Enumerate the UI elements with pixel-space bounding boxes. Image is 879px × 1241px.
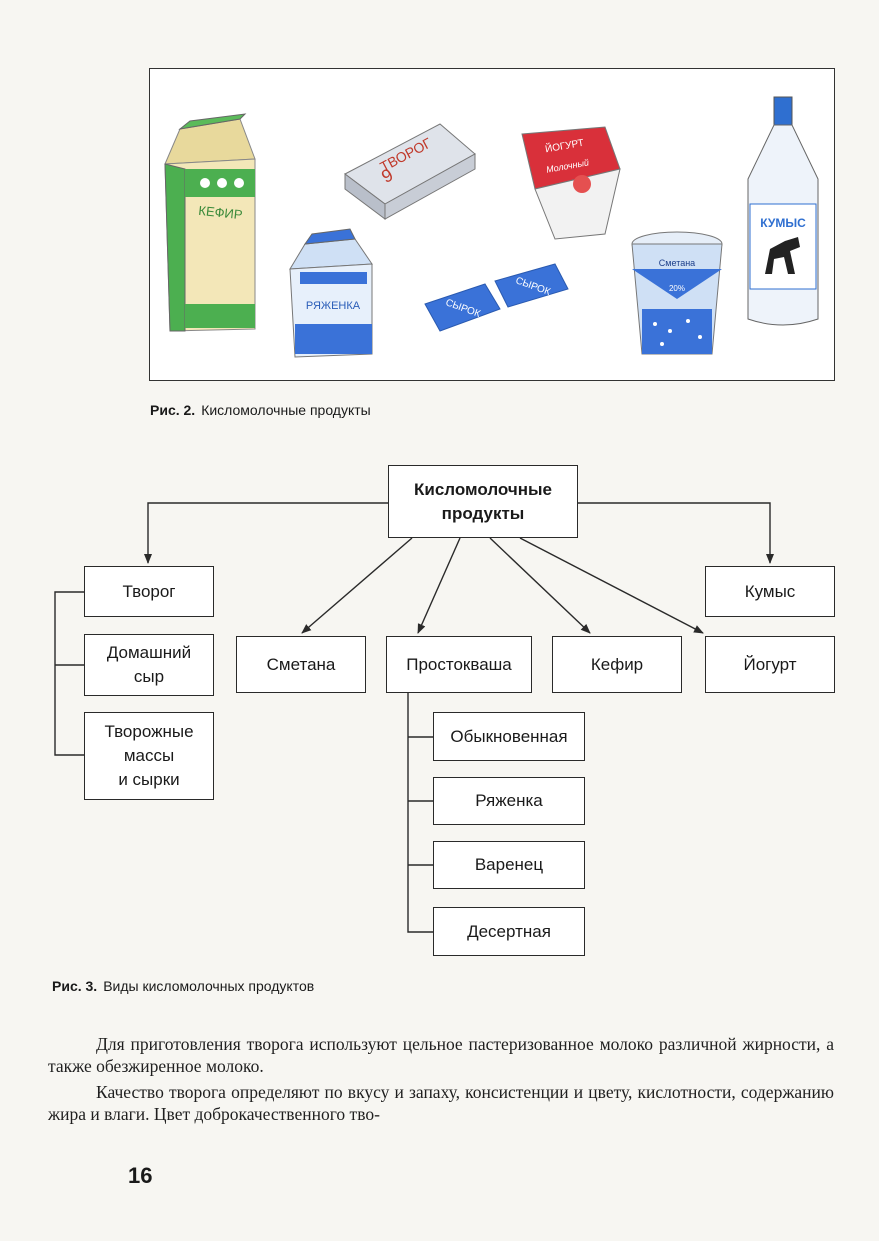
kumys-label: КУМЫС — [760, 216, 806, 230]
ryazhenka-label: РЯЖЕНКА — [306, 300, 361, 312]
yogurt-cup-image: ЙОГУРТ Молочный — [521, 126, 621, 240]
body-paragraph-1: Для приготовления творога используют цел… — [48, 1034, 834, 1076]
box-desertnaya: Десертная — [433, 907, 585, 956]
smetana-percent: 20% — [669, 284, 685, 293]
box-yogurt: Йогурт — [705, 636, 835, 693]
connector-root-tvorog — [144, 502, 388, 564]
box-prostokvasha: Простокваша — [386, 636, 532, 693]
kumys-bottle-image: КУМЫС — [747, 96, 819, 326]
figure-2-frame: КЕФИР ТВОРОГ 9 ЙОГУРТ Молочный РЯЖЕНКА — [149, 68, 835, 381]
box-varenets: Варенец — [433, 841, 585, 889]
cheese-bars-image: СЫРОК СЫРОК — [424, 263, 569, 332]
connector-root-smetana — [301, 537, 413, 634]
root-box: Кисломолочные продукты — [388, 465, 578, 538]
products-illustration: КЕФИР ТВОРОГ 9 ЙОГУРТ Молочный РЯЖЕНКА — [164, 96, 819, 358]
connector-root-kumys — [578, 502, 774, 564]
box-kefir: Кефир — [552, 636, 682, 693]
box-kumys: Кумыс — [705, 566, 835, 617]
figure-2-caption: Рис. 2. Кисломолочные продукты — [150, 402, 371, 418]
page-number: 16 — [128, 1163, 153, 1188]
bracket-prostokvasha — [407, 693, 433, 933]
smetana-label: Сметана — [659, 258, 695, 268]
figure-3-caption-text: Виды кисломолочных продуктов — [103, 978, 315, 994]
connector-root-yogurt — [519, 537, 704, 634]
kefir-carton-image: КЕФИР — [164, 113, 256, 332]
box-ryazhenka: Ряженка — [433, 777, 585, 825]
figure-2-caption-label: Рис. 2. — [150, 402, 196, 418]
connector-root-kefir — [489, 537, 591, 634]
connector-root-prostokvasha — [417, 537, 461, 634]
box-smetana: Сметана — [236, 636, 366, 693]
figure-3-caption: Рис. 3. Виды кисломолочных продуктов — [52, 978, 314, 994]
tvorog-pack-image: ТВОРОГ 9 — [344, 123, 476, 220]
kefir-label: КЕФИР — [198, 203, 243, 223]
box-homemade-cheese: Домашний сыр — [84, 634, 214, 696]
smetana-cup-image: Сметана 20% — [631, 231, 723, 355]
box-curd-masses: Творожные массы и сырки — [84, 712, 214, 800]
ryazhenka-carton-image: РЯЖЕНКА — [289, 228, 373, 358]
box-tvorog: Творог — [84, 566, 214, 617]
figure-2-caption-text: Кисломолочные продукты — [201, 402, 371, 418]
figure-3-caption-label: Рис. 3. — [52, 978, 98, 994]
bracket-left-group — [54, 591, 84, 756]
box-obyknovennaya: Обыкновенная — [433, 712, 585, 761]
body-paragraph-2: Качество творога определяют по вкусу и з… — [48, 1082, 834, 1124]
